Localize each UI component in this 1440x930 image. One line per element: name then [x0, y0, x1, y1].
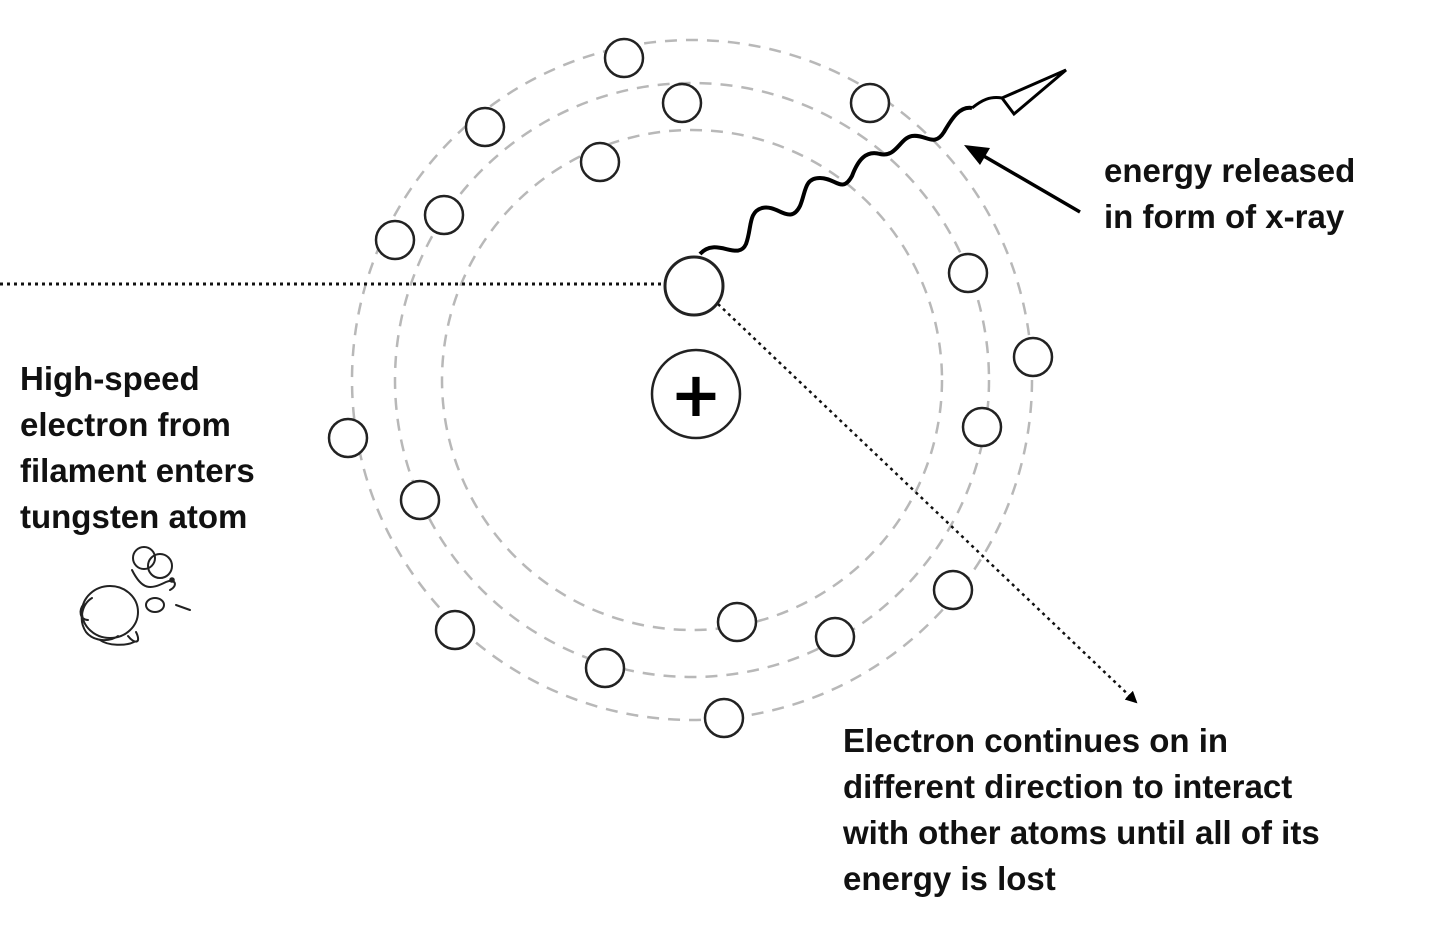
orbital-electron	[374, 219, 416, 261]
nucleus	[650, 348, 742, 440]
orbital-electron	[603, 37, 645, 79]
orbital-electron	[947, 252, 989, 294]
orbital-electron	[661, 82, 703, 124]
mouse-icon	[79, 546, 191, 646]
orbital-electron	[434, 609, 476, 651]
deflected-electron-path	[717, 303, 1138, 704]
orbital-electron	[399, 479, 441, 521]
x-ray-arrowhead	[971, 68, 1067, 117]
x-ray-pointer-arrow	[969, 146, 1081, 214]
label-line: Electron continues on in	[843, 722, 1229, 759]
orbital-electron	[579, 141, 621, 183]
orbital-electron	[932, 569, 974, 611]
label-line: with other atoms until all of its	[843, 814, 1320, 851]
label-line: filament enters	[20, 452, 255, 489]
x-ray-label: energy released in form of x-ray	[1104, 148, 1355, 240]
electron-shell-inner	[440, 128, 944, 632]
orbital-electron	[849, 82, 891, 124]
orbital-electron	[584, 647, 626, 689]
label-line: electron from	[20, 406, 231, 443]
label-line: High-speed	[20, 360, 200, 397]
orbital-electron	[961, 406, 1003, 448]
orbital-electron	[464, 106, 506, 148]
orbital-electron	[327, 417, 369, 459]
deflected-electron-label: Electron continues on in different direc…	[843, 718, 1320, 902]
orbital-electron	[716, 601, 758, 643]
x-ray-wave	[698, 105, 973, 256]
orbital-electron	[1012, 336, 1054, 378]
label-line: in form of x-ray	[1104, 198, 1345, 235]
x-ray-pointer-arrowhead	[964, 145, 990, 165]
label-line: energy released	[1104, 152, 1356, 189]
orbital-electron	[423, 194, 465, 236]
incoming-electron	[663, 255, 725, 317]
orbital-electron	[814, 616, 856, 658]
label-line: different direction to interact	[843, 768, 1293, 805]
electron-shell-outer	[350, 38, 1034, 722]
label-line: tungsten atom	[20, 498, 248, 535]
orbital-electrons	[327, 37, 1054, 739]
nucleus-positive-sign: +	[670, 357, 722, 431]
orbital-electron	[703, 697, 745, 739]
label-line: energy is lost	[843, 860, 1056, 897]
incoming-electron-label: High-speed electron from filament enters…	[20, 356, 255, 540]
electron-shell-middle	[393, 81, 991, 679]
